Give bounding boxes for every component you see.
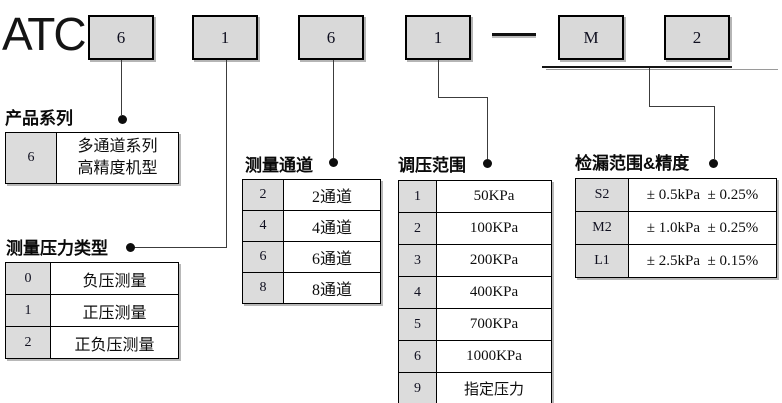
- code-cell: 1: [5, 294, 51, 327]
- connector-line: [133, 247, 227, 248]
- code-cell: 0: [5, 262, 51, 295]
- connector-dot: [709, 159, 718, 168]
- table-row: 1 正压测量: [5, 294, 179, 327]
- connector-line: [438, 97, 488, 98]
- code-cell: L1: [575, 244, 629, 278]
- table-row: 4 4通道: [242, 210, 381, 242]
- desc-cell: ± 0.5kPa ± 0.25%: [628, 178, 777, 212]
- desc-cell: 50KPa: [436, 180, 552, 213]
- connector-line: [649, 106, 715, 107]
- code-box-series: 6: [88, 15, 154, 60]
- code-box-range: 1: [405, 15, 471, 60]
- code-box-pressure-type: 1: [192, 15, 258, 60]
- table-row: 2 100KPa: [398, 212, 552, 245]
- table-row: 4 400KPa: [398, 276, 552, 309]
- table-row: 8 8通道: [242, 272, 381, 304]
- code-box-leak-grade: M: [558, 15, 624, 60]
- desc-cell: 多通道系列 高精度机型: [56, 132, 179, 184]
- connector-line: [121, 60, 122, 115]
- connector-dot: [483, 159, 492, 168]
- code-cell: 6: [5, 132, 57, 184]
- dash-separator: —: [492, 33, 536, 36]
- desc-cell: 正压测量: [50, 294, 179, 327]
- connector-line: [649, 68, 650, 106]
- desc-cell: 400KPa: [436, 276, 552, 309]
- code-cell: 6: [242, 241, 284, 273]
- desc-cell: 6通道: [283, 241, 381, 273]
- product-series-table: 6 多通道系列 高精度机型: [5, 132, 179, 184]
- desc-cell: 200KPa: [436, 244, 552, 277]
- desc-cell: 指定压力: [436, 372, 552, 403]
- table-row: 6 多通道系列 高精度机型: [5, 132, 179, 184]
- code-cell: 6: [398, 340, 437, 373]
- channels-table: 2 2通道 4 4通道 6 6通道 8 8通道: [242, 179, 381, 304]
- section-title-series: 产品系列: [5, 109, 73, 128]
- table-row: M2 ± 1.0kPa ± 0.25%: [575, 211, 777, 245]
- code-cell: 4: [242, 210, 284, 242]
- connector-dot: [126, 243, 135, 252]
- table-row: 0 负压测量: [5, 262, 179, 295]
- table-row: 6 1000KPa: [398, 340, 552, 373]
- table-row: 5 700KPa: [398, 308, 552, 341]
- table-row: 1 50KPa: [398, 180, 552, 213]
- code-cell: 1: [398, 180, 437, 213]
- code-cell: 3: [398, 244, 437, 277]
- code-cell: 2: [242, 179, 284, 211]
- code-box-channels: 6: [298, 15, 364, 60]
- table-row: S2 ± 0.5kPa ± 0.25%: [575, 178, 777, 212]
- code-cell: 5: [398, 308, 437, 341]
- table-row: 3 200KPa: [398, 244, 552, 277]
- desc-cell: 正负压测量: [50, 326, 179, 359]
- code-box-leak-digit: 2: [664, 15, 730, 60]
- table-row: 2 正负压测量: [5, 326, 179, 359]
- table-row: L1 ± 2.5kPa ± 0.15%: [575, 244, 777, 278]
- code-cell: M2: [575, 211, 629, 245]
- section-title-range: 调压范围: [398, 156, 466, 175]
- desc-cell: 4通道: [283, 210, 381, 242]
- table-row: 9 指定压力: [398, 372, 552, 403]
- desc-cell: ± 1.0kPa ± 0.25%: [628, 211, 777, 245]
- group-underline: [542, 66, 732, 68]
- connector-line: [333, 60, 334, 158]
- desc-cell: 2通道: [283, 179, 381, 211]
- section-title-channels: 测量通道: [245, 156, 313, 175]
- code-cell: S2: [575, 178, 629, 212]
- section-title-pressure-type: 测量压力类型: [6, 239, 108, 258]
- table-row: 2 2通道: [242, 179, 381, 211]
- connector-line: [487, 97, 488, 159]
- desc-cell: 700KPa: [436, 308, 552, 341]
- desc-cell: 100KPa: [436, 212, 552, 245]
- connector-line: [438, 60, 439, 97]
- code-cell: 2: [5, 326, 51, 359]
- group-underline-shadow: [546, 69, 778, 70]
- leak-range-table: S2 ± 0.5kPa ± 0.25% M2 ± 1.0kPa ± 0.25% …: [575, 178, 777, 278]
- code-cell: 4: [398, 276, 437, 309]
- desc-cell: 负压测量: [50, 262, 179, 295]
- connector-line: [226, 60, 227, 247]
- pressure-range-table: 1 50KPa 2 100KPa 3 200KPa 4 400KPa 5 700…: [398, 180, 552, 403]
- desc-cell: 8通道: [283, 272, 381, 304]
- pressure-type-table: 0 负压测量 1 正压测量 2 正负压测量: [5, 262, 179, 359]
- connector-line: [714, 106, 715, 159]
- desc-cell: ± 2.5kPa ± 0.15%: [628, 244, 777, 278]
- section-title-leak: 检漏范围&精度: [575, 154, 690, 173]
- code-cell: 9: [398, 372, 437, 403]
- connector-dot: [329, 158, 338, 167]
- code-cell: 8: [242, 272, 284, 304]
- desc-cell: 1000KPa: [436, 340, 552, 373]
- brand-text: ATC: [2, 8, 87, 60]
- code-cell: 2: [398, 212, 437, 245]
- connector-dot: [118, 115, 127, 124]
- table-row: 6 6通道: [242, 241, 381, 273]
